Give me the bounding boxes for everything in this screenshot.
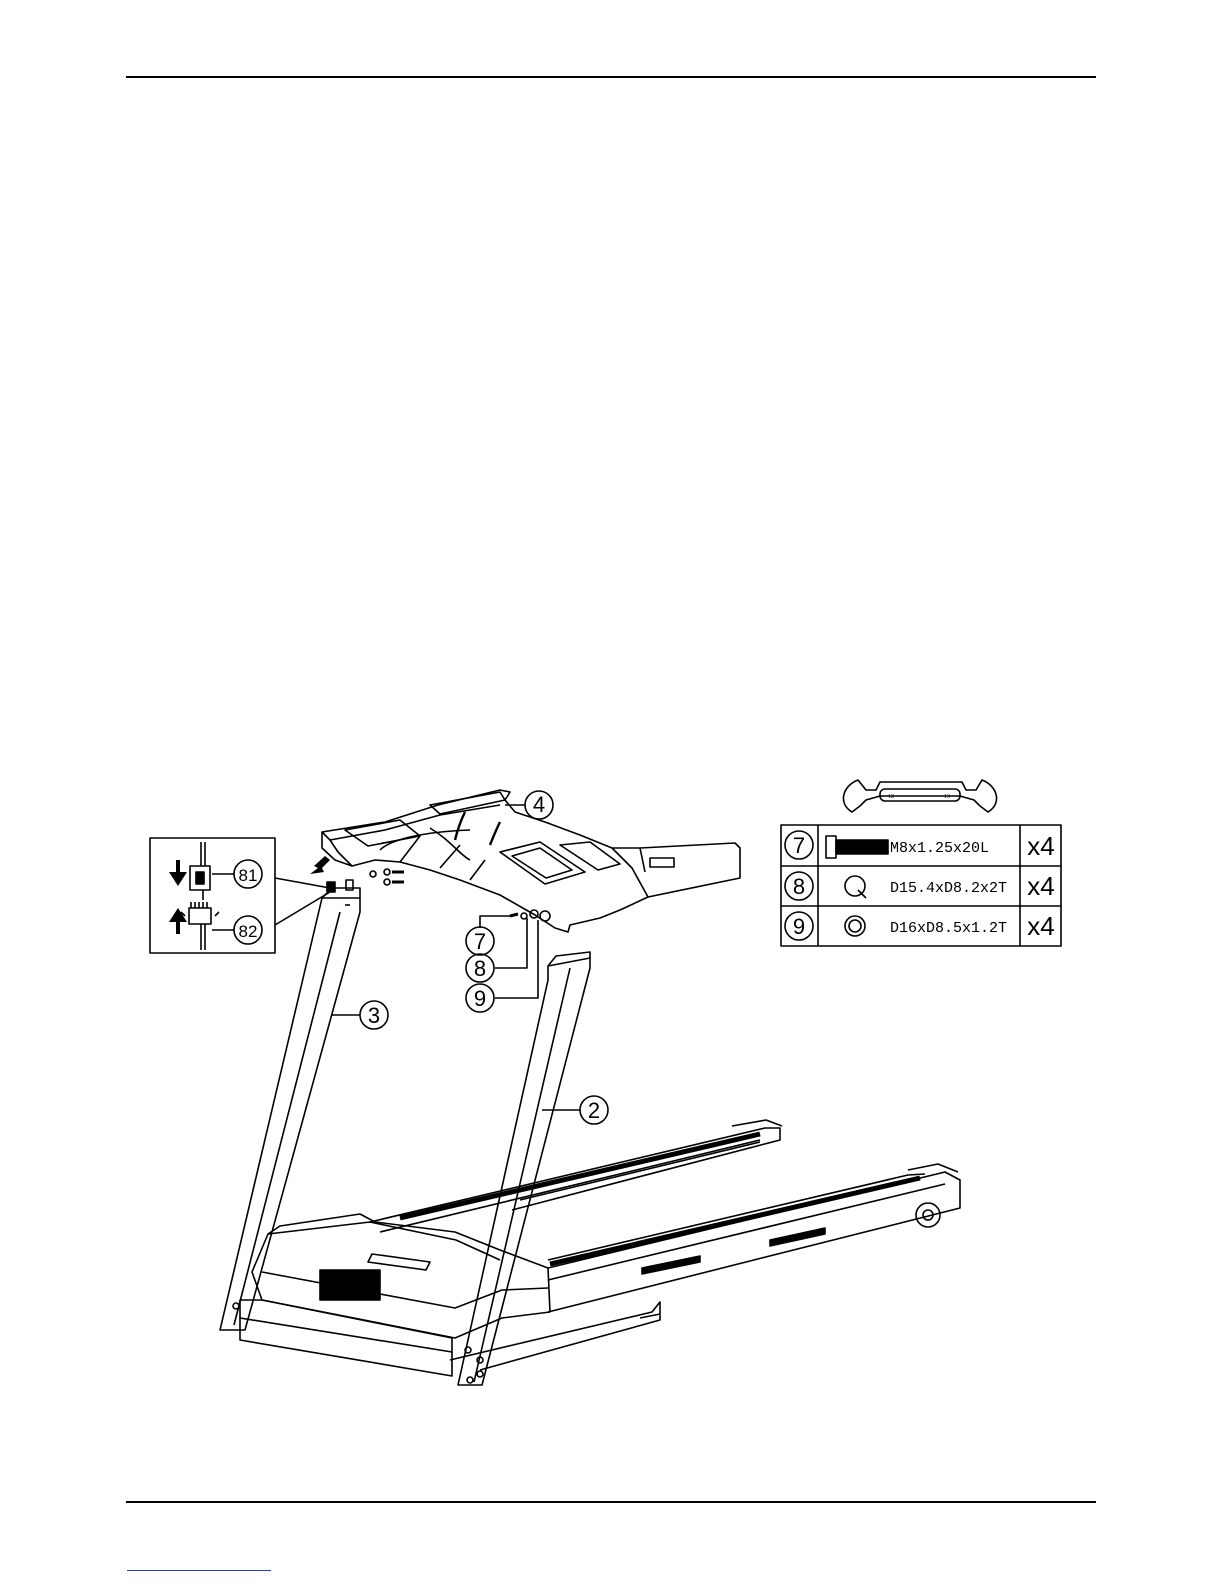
callout-4: 4 bbox=[533, 792, 545, 817]
wrench-icon bbox=[843, 780, 996, 812]
table-num-9: 9 bbox=[793, 914, 805, 939]
console-frame bbox=[310, 790, 740, 932]
table-spec-9: D16xD8.5x1.2T bbox=[890, 920, 1007, 937]
wrench-size-a: 12 bbox=[888, 794, 894, 800]
left-upright bbox=[220, 888, 388, 1330]
footer-rule bbox=[126, 1501, 1096, 1503]
table-qty-8: x4 bbox=[1027, 871, 1054, 901]
callout-82: 82 bbox=[239, 922, 258, 941]
table-qty-7: x4 bbox=[1027, 831, 1054, 861]
table-num-8: 8 bbox=[793, 874, 805, 899]
callout-81: 81 bbox=[239, 866, 258, 885]
callout-7: 7 bbox=[474, 929, 486, 954]
callout-3: 3 bbox=[368, 1003, 380, 1028]
wrench-size-b: 13 bbox=[944, 794, 950, 800]
table-num-7: 7 bbox=[793, 833, 805, 858]
table-spec-8: D15.4xD8.2x2T bbox=[890, 880, 1007, 897]
callout-8: 8 bbox=[474, 956, 486, 981]
callout-9: 9 bbox=[474, 986, 486, 1011]
callout-2: 2 bbox=[588, 1098, 600, 1123]
footer-link-underline[interactable] bbox=[127, 1570, 271, 1571]
right-upright bbox=[458, 952, 608, 1385]
treadmill-deck bbox=[233, 1120, 960, 1383]
table-qty-9: x4 bbox=[1027, 911, 1054, 941]
table-spec-7: M8x1.25x20L bbox=[890, 840, 989, 857]
